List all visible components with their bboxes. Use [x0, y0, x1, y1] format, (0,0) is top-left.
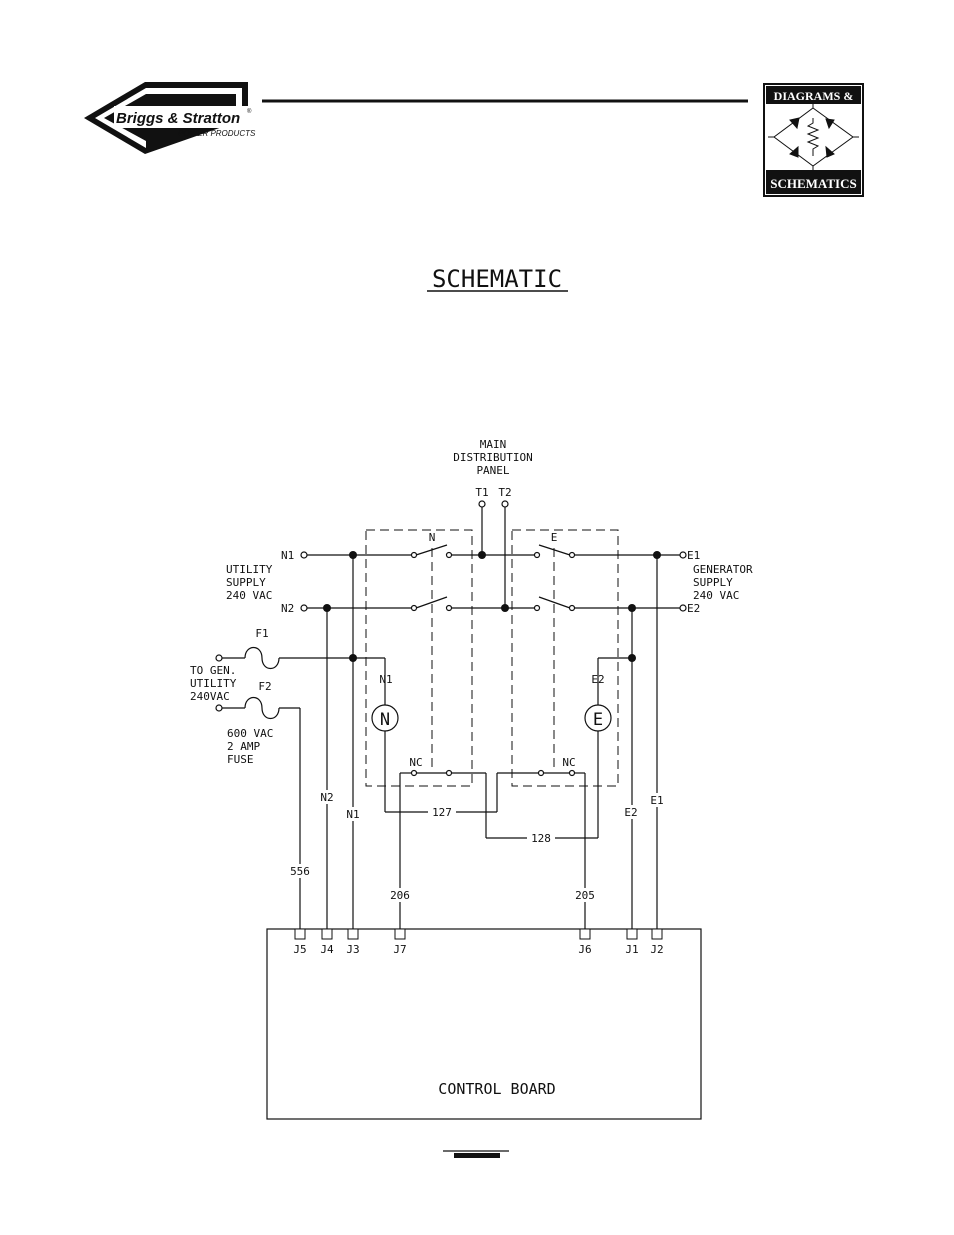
fuse-f1-label: F1: [255, 627, 268, 640]
wire-127-label: 127: [432, 806, 452, 819]
terminal-t2-label: T2: [498, 486, 511, 499]
to-gen-label-line2: UTILITY: [190, 677, 237, 690]
connector-j3-label: J3: [346, 943, 359, 956]
junctions: [323, 551, 661, 662]
fuse-f2-label: F2: [258, 680, 271, 693]
footer-rule-bar: [454, 1153, 500, 1158]
generator-label-line3: 240 VAC: [693, 589, 739, 602]
utility-label-line3: 240 VAC: [226, 589, 272, 602]
connector-j2-label: J2: [650, 943, 663, 956]
coil-e2-wire-label: E2: [591, 673, 604, 686]
fuse-spec-line2: 2 AMP: [227, 740, 260, 753]
connector-j5-label: J5: [293, 943, 306, 956]
wire-n1-label: N1: [346, 808, 359, 821]
badge-top-text: DIAGRAMS &: [774, 89, 854, 103]
brand-logo: Briggs & Stratton ® POWER PRODUCTS: [84, 82, 256, 154]
panel-label-line2: DISTRIBUTION: [453, 451, 532, 464]
logo-brand-text: Briggs & Stratton: [116, 110, 240, 127]
to-gen-label-line1: TO GEN.: [190, 664, 236, 677]
wire-205-label: 205: [575, 889, 595, 902]
wire-e1-label: E1: [650, 794, 663, 807]
badge-bottom-text: SCHEMATICS: [770, 176, 856, 191]
generator-e1-label: E1: [687, 549, 700, 562]
wire-556-label: 556: [290, 865, 310, 878]
connector-j4-label: J4: [320, 943, 334, 956]
wire-206-label: 206: [390, 889, 410, 902]
panel-label-line3: PANEL: [476, 464, 509, 477]
switch-nc-right-label: NC: [562, 756, 575, 769]
connector-j6-label: J6: [578, 943, 591, 956]
wire-n2-label: N2: [320, 791, 333, 804]
wire-e2-label: E2: [624, 806, 637, 819]
fuse-spec-line1: 600 VAC: [227, 727, 273, 740]
coil-n-label: N: [380, 710, 390, 730]
switch-enclosures: [366, 530, 618, 786]
utility-n2-label: N2: [281, 602, 294, 615]
utility-label-line2: SUPPLY: [226, 576, 266, 589]
generator-label-line2: SUPPLY: [693, 576, 733, 589]
coil-e-label: E: [593, 710, 603, 730]
page-title: SCHEMATIC: [432, 265, 562, 293]
terminal-t1-label: T1: [475, 486, 488, 499]
generator-label-line1: GENERATOR: [693, 563, 753, 576]
logo-subtitle: POWER PRODUCTS: [178, 129, 256, 138]
coil-e: E: [585, 705, 611, 731]
to-gen-label-line3: 240VAC: [190, 690, 230, 703]
wire-128-label: 128: [531, 832, 551, 845]
utility-label-line1: UTILITY: [226, 563, 273, 576]
utility-n1-label: N1: [281, 549, 294, 562]
connector-j7-label: J7: [393, 943, 406, 956]
control-board-label: CONTROL BOARD: [438, 1080, 555, 1098]
switch-e-label: E: [551, 531, 558, 544]
control-board: J5 J4 J3 J7 J6 J1 J2 CONTROL BOARD: [267, 929, 701, 1119]
connector-j1-label: J1: [625, 943, 638, 956]
panel-label-line1: MAIN: [480, 438, 507, 451]
fuse-spec-line3: FUSE: [227, 753, 254, 766]
logo-trademark: ®: [247, 108, 252, 115]
terminals: [216, 501, 686, 776]
coil-n: N: [372, 705, 398, 731]
wire-label-gaps: [287, 790, 666, 902]
diagrams-badge: DIAGRAMS & SCHEMATICS: [764, 84, 863, 196]
coil-n1-wire-label: N1: [379, 673, 392, 686]
generator-e2-label: E2: [687, 602, 700, 615]
switch-n-label: N: [429, 531, 436, 544]
switch-nc-left-label: NC: [409, 756, 422, 769]
